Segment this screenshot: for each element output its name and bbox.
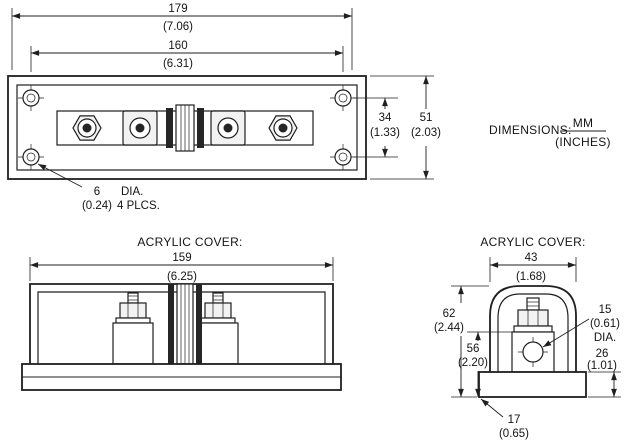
hole-dia-leader [542,318,590,348]
mounting-hole [18,144,44,170]
mounting-holes [18,85,356,170]
dim-side-height-in: (2.44) [434,322,464,334]
hex-bolt-left [72,115,102,141]
top-view [7,75,367,180]
dim-terminal-hole-in: (0.61) [590,318,620,330]
dim-hole-vspan-mm: 34 [379,112,392,124]
base-block [478,371,587,398]
dim-overall-width-mm: 179 [168,3,187,15]
dim-side-cover-width-mm: 43 [525,252,538,264]
dim-cover-width-in: (6.25) [167,271,197,283]
dim-overall-width-in: (7.06) [163,21,193,33]
cover-arch-outer [489,285,577,372]
base-height-leader [480,398,504,418]
top-view-dimensions: 179 (7.06) 160 (6.31) 34 (1.33) 51 (2.03… [11,3,441,212]
dim-base-height-in: (0.65) [499,428,529,440]
legend-label: DIMENSIONS: [489,123,572,137]
square-terminal-left [122,110,158,146]
dim-side-cover-width-in: (1.68) [516,271,546,283]
dim-base-side-mm: 26 [596,348,609,360]
dim-overall-height-in: (2.03) [411,127,441,139]
dim-hole-vspan-in: (1.33) [370,127,400,139]
side-view: ACRYLIC COVER: 43 (1.68) 62 (2.44) [434,235,621,440]
dim-terminal-hole-mm: 15 [599,304,612,316]
dim-cover-width-mm: 159 [172,252,191,264]
mounting-hole [330,144,356,170]
dim-terminal-height-mm: 56 [467,343,480,355]
legend-mm: MM [573,116,594,130]
mounting-hole [18,85,44,111]
hole-dia-mm: 6 [94,186,100,198]
dim-terminal-hole-dia-label: DIA. [594,332,616,344]
side-view-title: ACRYLIC COVER: [480,235,585,249]
cover-arch-inner [497,293,569,372]
front-view: ACRYLIC COVER: 159 (6.25) [21,235,342,391]
dimensions-legend: DIMENSIONS: MM (INCHES) [489,116,611,149]
center-blade-stack [166,104,204,152]
dim-overall-height-mm: 51 [420,112,433,124]
hole-dia-label: DIA. [121,186,143,198]
center-blade-stack-front [168,283,202,365]
hole-plcs-label: 4 PLCS. [117,200,160,212]
terminal-hole [522,341,544,363]
bolt-assembly-left [112,292,154,365]
square-terminal-right [210,110,246,146]
dim-hole-span-mm: 160 [168,40,187,52]
legend-inches: (INCHES) [555,135,611,149]
mounting-hole [330,85,356,111]
hole-leader-line [37,163,83,188]
bolt-assembly-right [197,292,239,365]
dim-base-side-in: (1.01) [587,360,617,372]
dim-base-height-mm: 17 [508,414,521,426]
hole-dia-in: (0.24) [82,200,112,212]
bolt-assembly-side [511,297,555,373]
front-view-title: ACRYLIC COVER: [137,235,242,249]
dim-hole-span-in: (6.31) [163,58,193,70]
hex-bolt-right [268,115,298,141]
dim-terminal-height-in: (2.20) [458,357,488,369]
dim-side-height-mm: 62 [443,308,456,320]
